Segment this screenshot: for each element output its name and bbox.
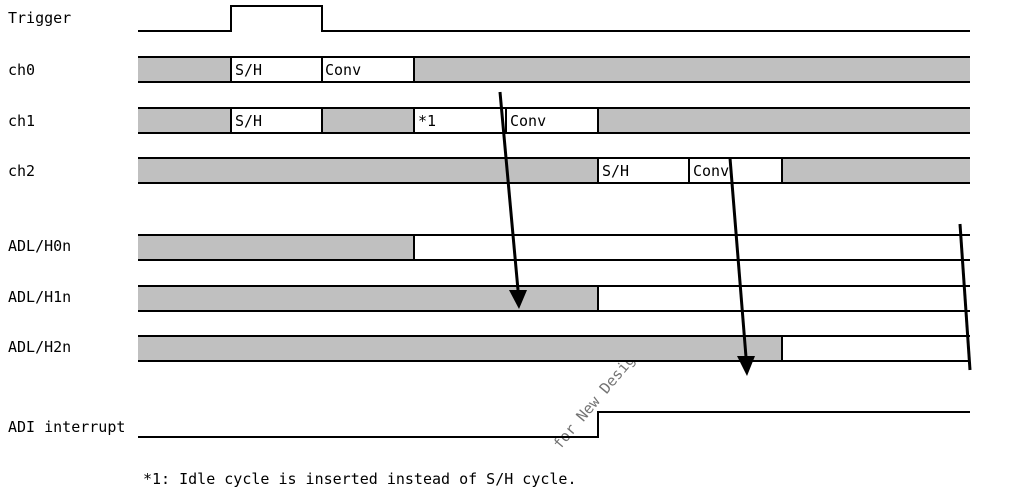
ch0-after-segment: [414, 57, 970, 82]
ch1-after-segment: [598, 108, 970, 133]
arrowhead-ch1: [509, 290, 527, 309]
adl-h2n-waveform: [138, 335, 970, 362]
ch1-conv-label: Conv: [510, 112, 546, 130]
adl-h1n-pending-segment: [138, 286, 598, 311]
label-adl-h1n: ADL/H1n: [8, 288, 71, 306]
ch2-sh-segment: [598, 158, 689, 183]
ch1-waveform: S/H *1 Conv: [138, 107, 970, 134]
ch2-waveform: S/H Conv: [138, 157, 970, 184]
ch1-wait-segment: [322, 108, 414, 133]
ch0-conv-segment: [322, 57, 414, 82]
footnote: *1: Idle cycle is inserted instead of S/…: [143, 470, 576, 488]
label-ch1: ch1: [8, 112, 35, 130]
label-ch2: ch2: [8, 162, 35, 180]
ch0-sh-label: S/H: [235, 61, 262, 79]
ch1-sh-segment: [231, 108, 322, 133]
ch1-idle-segment: [138, 108, 231, 133]
adl-h0n-pending-segment: [138, 235, 414, 260]
ch1-sh-label: S/H: [235, 112, 262, 130]
ch0-sh-segment: [231, 57, 322, 82]
label-ch0: ch0: [8, 61, 35, 79]
label-adi-interrupt: ADI interrupt: [8, 418, 125, 436]
ch2-idle-segment: [138, 158, 598, 183]
label-adl-h0n: ADL/H0n: [8, 237, 71, 255]
label-adl-h2n: ADL/H2n: [8, 338, 71, 356]
adl-h0n-waveform: [138, 234, 970, 261]
adl-h2n-pending-segment: [138, 336, 782, 361]
ch0-conv-label: Conv: [325, 61, 361, 79]
ch2-after-segment: [782, 158, 970, 183]
transfer-line-edge: [958, 223, 972, 371]
arrowhead-ch2: [737, 356, 755, 376]
ch2-sh-label: S/H: [602, 162, 629, 180]
ch2-conv-segment: [689, 158, 782, 183]
label-trigger: Trigger: [8, 9, 71, 27]
ch1-conv-segment: [506, 108, 598, 133]
ch1-idle-cycle-segment: [414, 108, 506, 133]
ch1-idle-marker: *1: [418, 112, 436, 130]
ch2-conv-label: Conv: [693, 162, 729, 180]
trigger-waveform: [138, 5, 970, 32]
ch0-waveform: S/H Conv: [138, 56, 970, 83]
adi-interrupt-waveform: [138, 411, 970, 438]
transfer-arrow-ch1: [498, 91, 527, 309]
transfer-arrow-ch2: [728, 157, 755, 376]
ch0-idle-segment: [138, 57, 231, 82]
adl-h1n-waveform: [138, 285, 970, 312]
